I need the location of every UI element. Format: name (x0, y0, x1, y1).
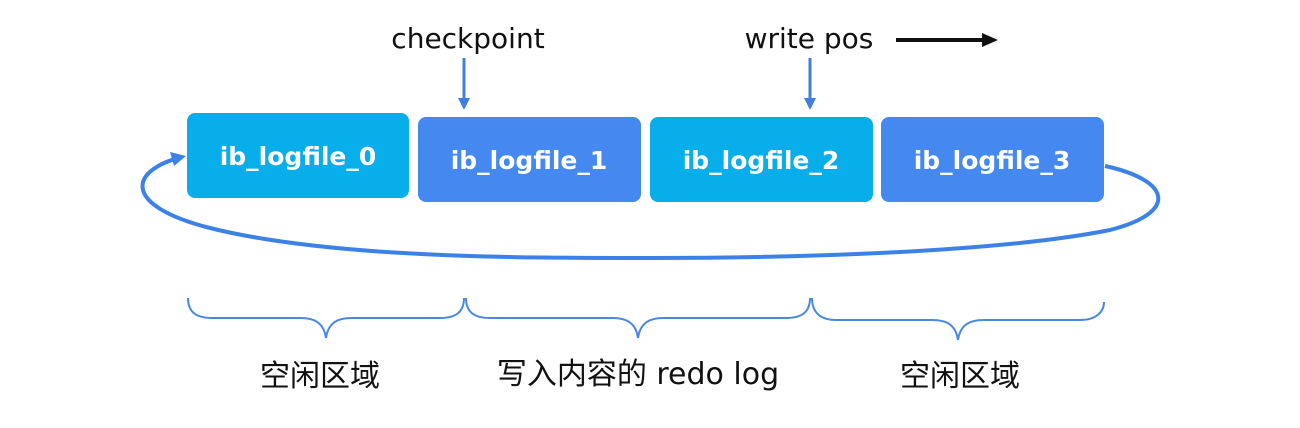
loop-arrowhead-icon (170, 152, 186, 166)
logfile-block-2 (650, 117, 873, 202)
logfile-label-1: ib_logfile_1 (451, 146, 608, 175)
write-pos-label: write pos (745, 22, 874, 55)
region-brace-2 (811, 297, 1105, 341)
region-brace-0 (187, 297, 465, 339)
write-pos-arrowhead-icon (804, 98, 816, 110)
write-direction-arrowhead-icon (982, 33, 998, 47)
logfile-block-1 (418, 117, 641, 202)
logfile-block-3 (881, 117, 1104, 202)
checkpoint-arrowhead-icon (458, 98, 470, 110)
region-label-0: 空闲区域 (260, 359, 380, 394)
logfile-label-3: ib_logfile_3 (914, 146, 1071, 175)
region-label-2: 空闲区域 (900, 359, 1020, 394)
logfile-block-0 (187, 113, 409, 198)
region-brace-1 (465, 297, 811, 339)
logfile-label-2: ib_logfile_2 (683, 146, 840, 175)
logfile-label-0: ib_logfile_0 (220, 142, 377, 171)
loop-arrow (140, 155, 1161, 261)
checkpoint-label: checkpoint (391, 22, 544, 55)
region-label-1: 写入内容的 redo log (497, 357, 779, 392)
